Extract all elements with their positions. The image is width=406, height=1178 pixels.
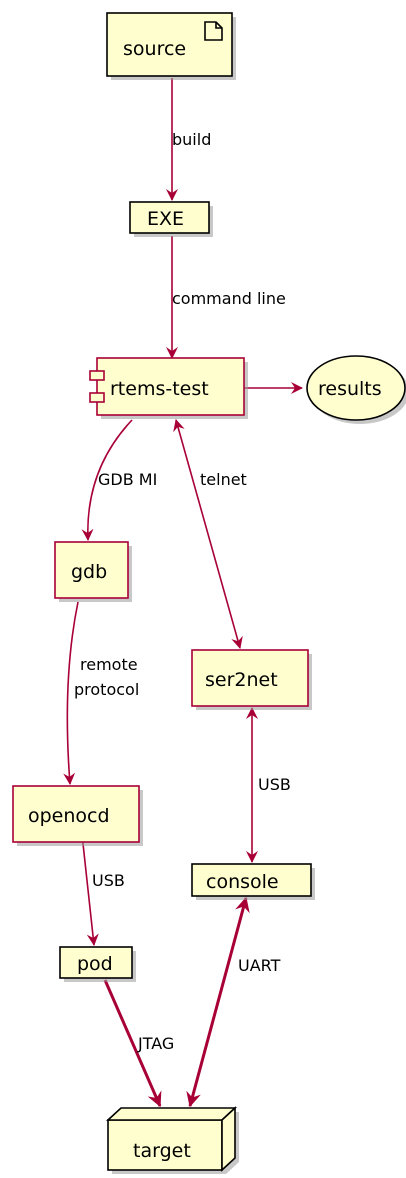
node-target-label: target <box>133 1140 191 1162</box>
edge-label-build: build <box>172 130 211 149</box>
node-console-label: console <box>206 871 279 893</box>
node-openocd-label: openocd <box>28 805 110 827</box>
edge-label-telnet: telnet <box>200 470 247 489</box>
edge-label-usb-jtag: USB <box>92 871 125 890</box>
edge-label-jtag: JTAG <box>137 1034 174 1053</box>
node-exe-label: EXE <box>147 208 184 230</box>
node-results: results <box>306 355 406 424</box>
edge-label-remote-line1: remote <box>80 655 138 674</box>
nodes: source EXE rtems-test result <box>12 12 406 1174</box>
node-results-label: results <box>318 378 382 400</box>
node-console: console <box>191 863 315 900</box>
edges: build command line GDB MI telnet remote … <box>63 78 303 1108</box>
node-ser2net-label: ser2net <box>205 669 278 691</box>
node-pod: pod <box>59 946 136 982</box>
node-gdb-label: gdb <box>71 561 107 583</box>
node-openocd: openocd <box>12 785 143 846</box>
edge-telnet <box>173 419 243 649</box>
node-target: target <box>105 1106 239 1174</box>
node-source-label: source <box>123 38 186 60</box>
edge-jtag <box>103 979 162 1108</box>
edge-uart <box>186 896 250 1108</box>
edge-label-remote-line2: protocol <box>74 680 139 699</box>
edge-label-command-line: command line <box>172 289 286 308</box>
node-source: source <box>106 12 236 80</box>
edge-gdb-mi <box>81 419 133 541</box>
document-icon <box>204 21 223 41</box>
node-pod-label: pod <box>77 953 113 975</box>
edge-label-uart: UART <box>238 956 281 975</box>
edge-label-usb-serial: USB <box>258 775 291 794</box>
edge-remote-protocol <box>63 601 79 785</box>
edge-label-gdb-mi: GDB MI <box>98 470 157 489</box>
node-gdb: gdb <box>54 541 132 602</box>
node-ser2net: ser2net <box>191 649 312 710</box>
node-exe: EXE <box>129 201 213 237</box>
node-rtems-test: rtems-test <box>89 357 248 419</box>
component-icon <box>89 370 105 403</box>
node-rtems-test-label: rtems-test <box>110 378 209 400</box>
